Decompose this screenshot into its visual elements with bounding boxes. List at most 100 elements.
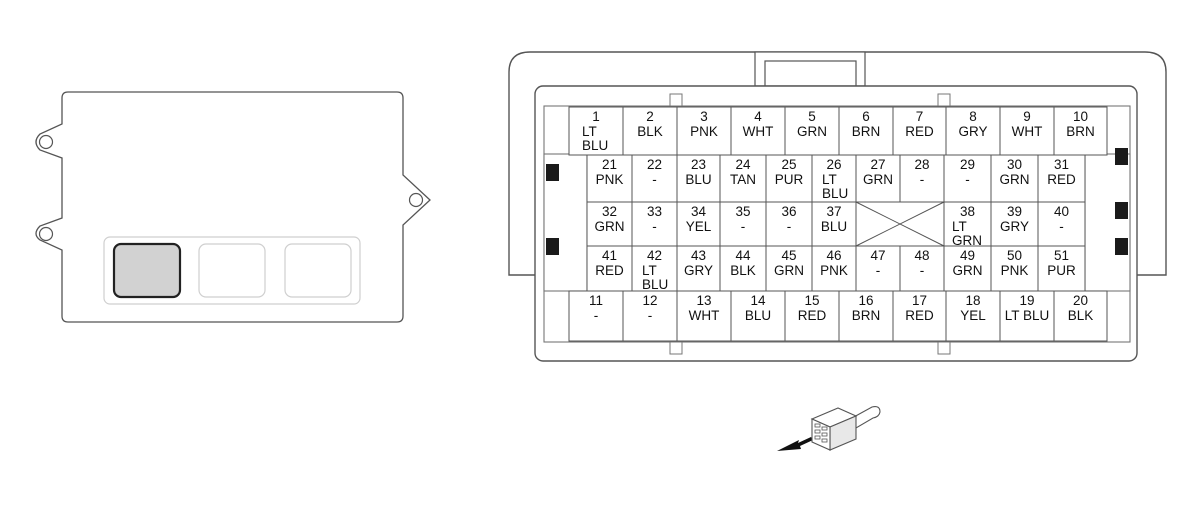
pin-number-33: 33: [647, 204, 662, 219]
pin-number-49: 49: [960, 248, 975, 263]
wire-color-26: BLU: [822, 186, 848, 201]
view-direction-arrow: [777, 437, 813, 451]
pin-number-43: 43: [691, 248, 706, 263]
terminal-cell-42: [631, 245, 678, 292]
terminal-cell-12: [622, 290, 678, 342]
terminal-cell-23: [676, 154, 721, 203]
wire-color-14: BLU: [745, 308, 771, 323]
wire-color-1: BLU: [582, 138, 608, 153]
wire-color-12: -: [648, 308, 653, 323]
terminal-cell-20: [1053, 290, 1108, 342]
terminal-cell-43: [676, 245, 721, 292]
wire-color-47: -: [876, 263, 881, 278]
pin-number-32: 32: [602, 204, 617, 219]
pin-number-12: 12: [642, 293, 657, 308]
pin-number-42: 42: [647, 248, 662, 263]
pin-number-44: 44: [735, 248, 751, 263]
wire-color-1: LT: [582, 124, 597, 139]
wire-color-38: GRN: [952, 233, 982, 248]
blocked-cavity: [855, 201, 945, 247]
pin-number-25: 25: [781, 157, 796, 172]
wire-color-16: BRN: [852, 308, 881, 323]
wire-color-26: LT: [822, 172, 837, 187]
terminal-cell-17: [892, 290, 947, 342]
pin-number-36: 36: [781, 204, 796, 219]
wire-color-5: GRN: [797, 124, 827, 139]
pin-number-28: 28: [914, 157, 929, 172]
wire-color-10: BRN: [1066, 124, 1095, 139]
wire-color-20: BLK: [1068, 308, 1094, 323]
terminal-cell-45: [765, 245, 813, 292]
wire-color-35: -: [741, 219, 746, 234]
pin-number-15: 15: [804, 293, 819, 308]
wire-color-42: LT: [642, 263, 657, 278]
pin-number-39: 39: [1007, 204, 1022, 219]
lock-tab-left-upper: [546, 164, 559, 181]
pin-number-16: 16: [858, 293, 873, 308]
terminal-cell-2: [622, 106, 678, 156]
side-rail-right: [1084, 153, 1131, 292]
alignment-notch: [937, 341, 951, 355]
pin-number-26: 26: [826, 157, 841, 172]
wire-color-46: PNK: [820, 263, 848, 278]
wire-color-29: -: [965, 172, 970, 187]
wire-color-9: WHT: [1012, 124, 1043, 139]
wire-color-37: BLU: [821, 219, 847, 234]
wire-color-45: GRN: [774, 263, 804, 278]
pin-number-51: 51: [1054, 248, 1069, 263]
pin-number-50: 50: [1007, 248, 1022, 263]
terminal-cell-29: [943, 154, 992, 203]
wire-color-4: WHT: [743, 124, 774, 139]
terminal-cell-9: [999, 106, 1055, 156]
pin-number-35: 35: [735, 204, 750, 219]
terminal-cell-15: [784, 290, 840, 342]
alignment-notch: [937, 93, 951, 107]
pin-number-3: 3: [700, 109, 708, 124]
terminal-cell-40: [1037, 201, 1086, 247]
mount-hole-bottom-left: [38, 226, 54, 242]
wire-color-8: GRY: [958, 124, 987, 139]
connector-view-indicator: [777, 406, 881, 451]
terminal-cell-36: [765, 201, 813, 247]
terminal-cell-25: [765, 154, 813, 203]
lock-tab-right-middle: [1115, 202, 1128, 219]
wire-color-7: RED: [905, 124, 934, 139]
terminal-cell-1: [568, 106, 624, 156]
wire-color-48: -: [920, 263, 925, 278]
wire-color-28: -: [920, 172, 925, 187]
pin-number-2: 2: [646, 109, 654, 124]
wire-color-22: -: [652, 172, 657, 187]
wire-color-41: RED: [595, 263, 624, 278]
terminal-cell-10: [1053, 106, 1108, 156]
pin-number-4: 4: [754, 109, 762, 124]
pin-number-6: 6: [862, 109, 870, 124]
terminal-cell-38: [943, 201, 992, 247]
terminal-cell-51: [1037, 245, 1086, 292]
mount-hole-right: [408, 192, 424, 208]
wire-color-31: RED: [1047, 172, 1076, 187]
pin-number-10: 10: [1073, 109, 1088, 124]
wire-color-19: LT BLU: [1005, 308, 1050, 323]
alignment-notch: [669, 93, 683, 107]
terminal-labels: 1LTBLU2BLK3PNK4WHT5GRN6BRN7RED8GRY9WHT10…: [582, 109, 1095, 323]
connector-thumbnail-pins: [814, 423, 828, 443]
lock-tab-left-lower: [546, 238, 559, 255]
wire-color-39: GRY: [1000, 219, 1029, 234]
terminal-cell-27: [855, 154, 901, 203]
wire-color-13: WHT: [689, 308, 720, 323]
wire-color-38: LT: [952, 219, 967, 234]
terminal-cell-18: [945, 290, 1001, 342]
pin-number-11: 11: [589, 293, 603, 308]
pin-number-8: 8: [969, 109, 977, 124]
connector-thumbnail-wire: [851, 406, 881, 429]
pin-number-17: 17: [912, 293, 927, 308]
pin-number-34: 34: [691, 204, 707, 219]
wire-color-3: PNK: [690, 124, 718, 139]
terminal-cell-48: [899, 245, 945, 292]
pin-number-22: 22: [647, 157, 662, 172]
terminal-cell-19: [999, 290, 1055, 342]
blocked-cavity-cross: [855, 201, 945, 247]
socket-right: [284, 243, 352, 298]
pin-number-31: 31: [1054, 157, 1069, 172]
